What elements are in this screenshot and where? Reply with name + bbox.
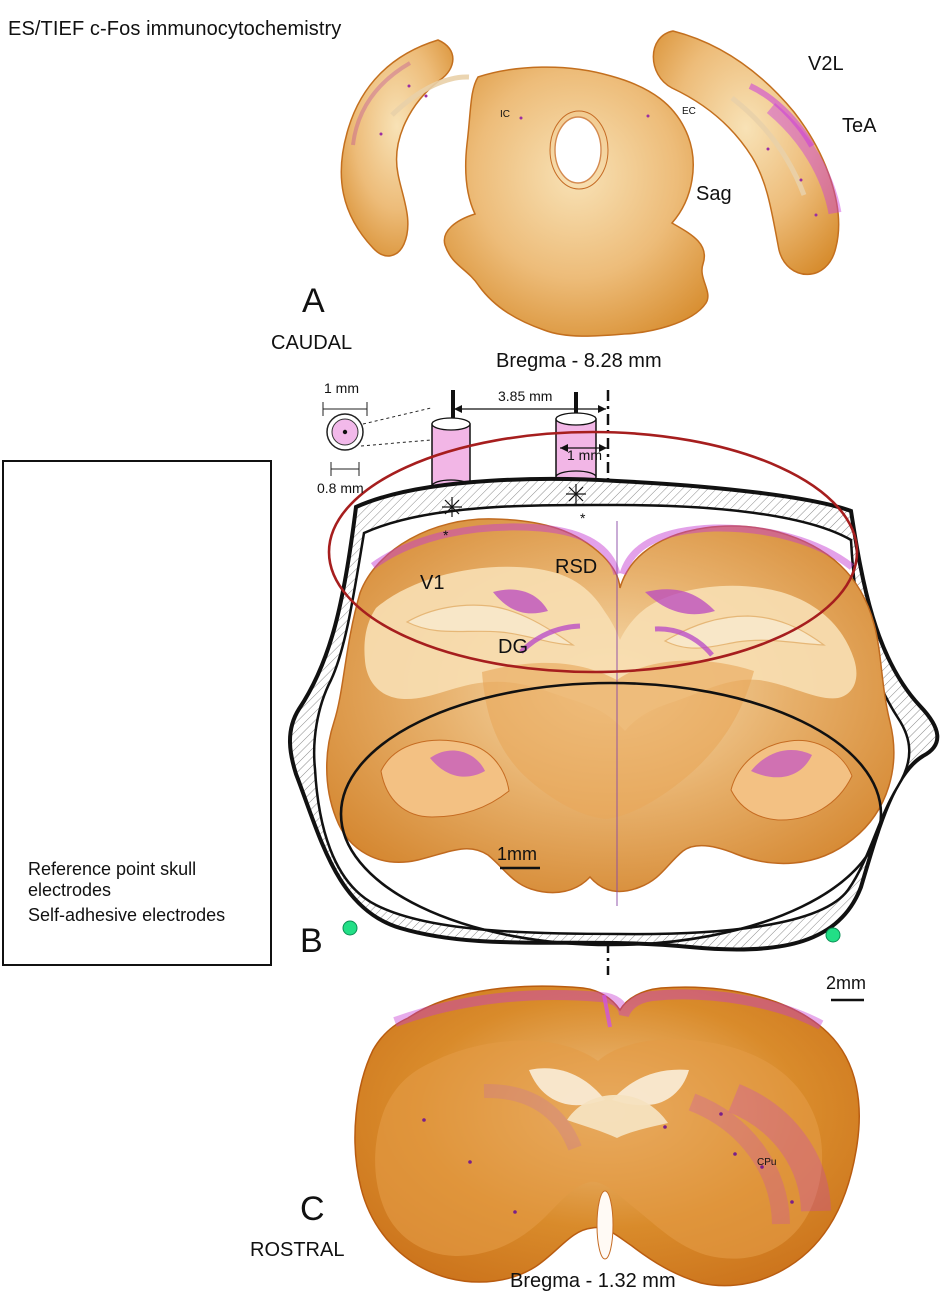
panel-b-label-rsd: RSD — [555, 556, 598, 578]
panel-c-label-cpu: CPu — [757, 1157, 777, 1168]
panel-b-letter: B — [300, 922, 323, 960]
panel-c-rostral-label: ROSTRAL — [250, 1239, 345, 1261]
panel-a-brain — [340, 30, 842, 337]
panel-a-label-tea: TeA — [842, 115, 877, 137]
panel-b-asterisk-right: * — [580, 510, 586, 526]
panel-c-bregma: Bregma - 1.32 mm — [510, 1270, 676, 1292]
measurement-three-eighty-five: 3.85 mm — [498, 388, 553, 404]
legend-reference-line1: Reference point skull — [28, 859, 197, 879]
panel-c-brain — [354, 985, 864, 1287]
panel-b-electrode-setup — [288, 390, 940, 975]
panel-a-bregma: Bregma - 8.28 mm — [496, 350, 662, 372]
panel-b-asterisk-left: * — [443, 527, 449, 543]
legend-box — [2, 460, 272, 966]
panel-b-scale-label: 1mm — [497, 844, 537, 864]
panel-a-caudal-label: CAUDAL — [271, 332, 353, 354]
panel-a-label-ec: EC — [682, 106, 696, 117]
measurement-one-mm-top: 1 mm — [324, 380, 359, 396]
figure-title: ES/TIEF c-Fos immunocytochemistry — [8, 18, 342, 40]
legend-self-adhesive: Self-adhesive electrodes — [28, 905, 226, 925]
panel-b-label-v1: V1 — [420, 572, 445, 594]
panel-c-letter: C — [300, 1190, 325, 1228]
legend-reference-line2: electrodes — [28, 880, 112, 900]
measurement-point-eight: 0.8 mm — [317, 480, 364, 496]
panel-a-label-ic: IC — [500, 109, 510, 120]
measurement-one-mm-inner: 1 mm — [567, 447, 602, 463]
panel-c-scale-label: 2mm — [826, 973, 866, 993]
panel-b-label-dg: DG — [498, 636, 528, 658]
panel-a-letter: A — [302, 282, 325, 320]
panel-a-label-v2l: V2L — [808, 53, 844, 75]
panel-a-label-sag: Sag — [696, 183, 732, 205]
